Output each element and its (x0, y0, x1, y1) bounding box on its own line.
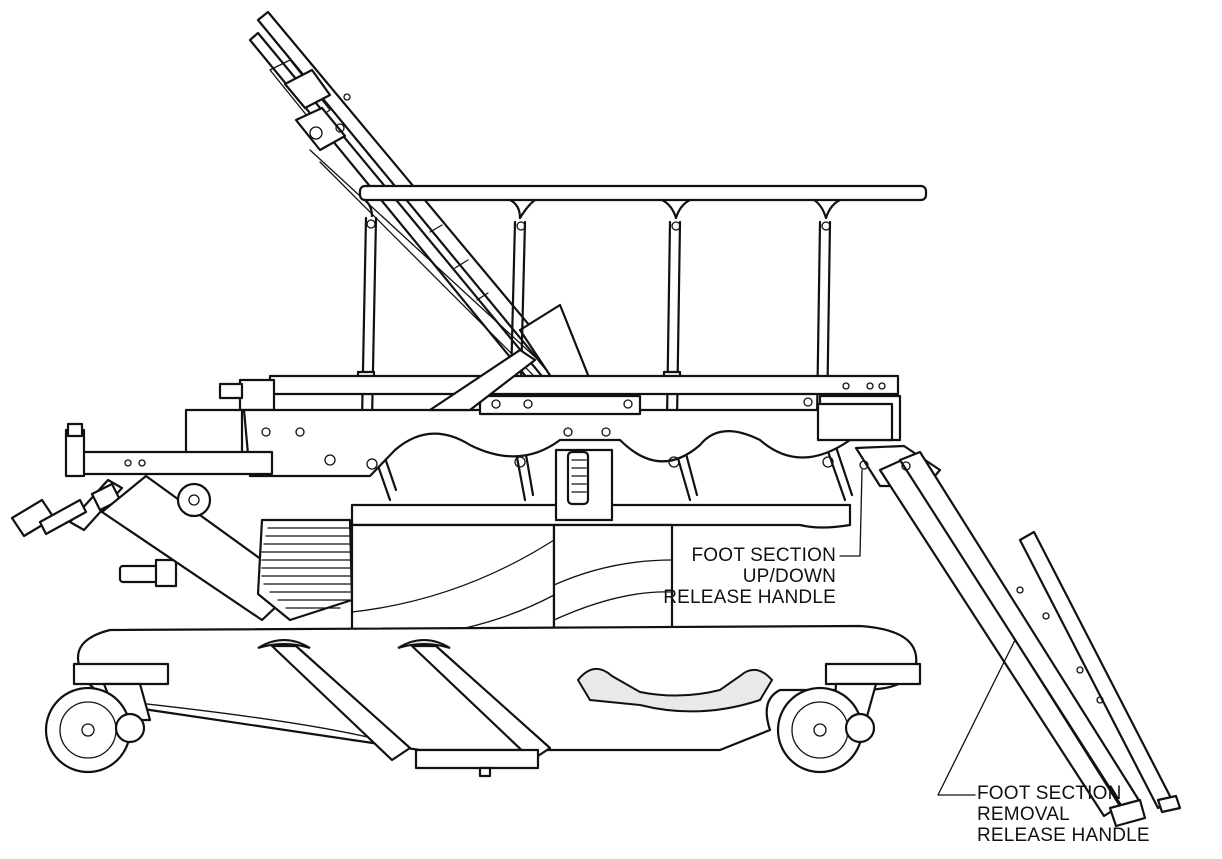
callout-line: RELEASE HANDLE (663, 587, 836, 608)
callout-line: FOOT SECTION (691, 545, 836, 566)
screw-set (261, 382, 886, 470)
callout-foot-removal-release: FOOT SECTION REMOVAL RELEASE HANDLE (977, 783, 1150, 846)
foot-section (854, 444, 1182, 828)
callout-line: RELEASE HANDLE (977, 825, 1150, 846)
lift-actuator (100, 474, 354, 622)
deck-frame (184, 348, 902, 478)
callout-line: REMOVAL (977, 804, 1070, 825)
backrest-frame (248, 10, 594, 420)
callout-line: FOOT SECTION (977, 783, 1122, 804)
callout-line: UP/DOWN (742, 566, 836, 587)
base-frame (44, 624, 922, 778)
callout-foot-updown-release: FOOT SECTION UP/DOWN RELEASE HANDLE (663, 545, 836, 608)
leader-line (839, 469, 1016, 796)
bellows (261, 527, 351, 609)
